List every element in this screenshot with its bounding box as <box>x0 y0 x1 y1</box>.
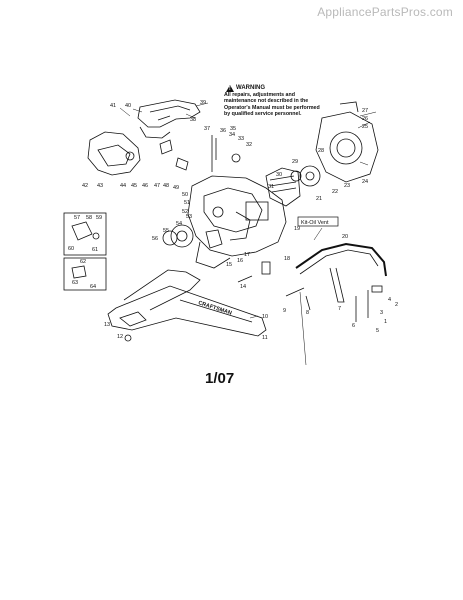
warning-title: WARNING <box>236 85 265 91</box>
part-number-4: 4 <box>388 297 391 303</box>
part-number-48: 48 <box>163 183 169 189</box>
part-number-49: 49 <box>173 185 179 191</box>
part-number-42: 42 <box>82 183 88 189</box>
part-number-24: 24 <box>362 179 368 185</box>
part-number-1: 1 <box>384 319 387 325</box>
part-number-29: 29 <box>292 159 298 165</box>
part-number-39: 39 <box>200 100 206 106</box>
part-number-45: 45 <box>131 183 137 189</box>
part-number-32: 32 <box>246 142 252 148</box>
part-number-54: 54 <box>176 221 182 227</box>
part-number-22: 22 <box>332 189 338 195</box>
cylinder-shape <box>265 167 301 207</box>
part-number-50: 50 <box>182 192 188 198</box>
front-handle-shape <box>295 242 387 277</box>
part-number-11: 11 <box>262 335 268 341</box>
part-number-7: 7 <box>338 306 341 312</box>
part-number-43: 43 <box>97 183 103 189</box>
part-number-33: 33 <box>238 136 244 142</box>
date-code: 1/07 <box>205 370 235 387</box>
part-number-16: 16 <box>237 258 243 264</box>
engine-body-shape <box>187 175 287 257</box>
rear-handle-shape <box>87 131 141 176</box>
part-number-25: 25 <box>362 124 368 130</box>
part-number-15: 15 <box>226 262 232 268</box>
watermark: AppliancePartsPros.com <box>317 5 453 19</box>
clutch-shape <box>170 224 194 248</box>
inset-box-upper <box>63 212 107 256</box>
inset-box-lower <box>63 257 107 291</box>
part-number-31: 31 <box>268 184 274 190</box>
part-number-3: 3 <box>380 310 383 316</box>
part-number-59: 59 <box>96 215 102 221</box>
part-number-51: 51 <box>184 200 190 206</box>
part-number-6: 6 <box>352 323 355 329</box>
part-number-14: 14 <box>240 284 246 290</box>
part-number-55: 55 <box>163 228 169 234</box>
part-number-60: 60 <box>68 246 74 252</box>
part-number-46: 46 <box>142 183 148 189</box>
part-number-8: 8 <box>306 310 309 316</box>
part-number-2: 2 <box>395 302 398 308</box>
part-number-56: 56 <box>152 236 158 242</box>
part-number-13: 13 <box>104 322 110 328</box>
part-number-34: 34 <box>229 132 235 138</box>
part-number-callouts: 1 2 3 4 5 6 7 8 9 10 11 12 13 14 15 16 1… <box>68 100 398 341</box>
part-number-23: 23 <box>344 183 350 189</box>
part-number-10: 10 <box>262 314 268 320</box>
part-number-64: 64 <box>90 284 96 290</box>
warning-body: All repairs, adjustments and maintenance… <box>224 91 320 118</box>
part-number-41: 41 <box>110 103 116 109</box>
part-number-44: 44 <box>120 183 126 189</box>
guide-bar-shape <box>107 285 267 337</box>
part-number-21: 21 <box>316 196 322 202</box>
kit-label: Kit-Oil Vent <box>301 220 329 226</box>
top-handle-shape <box>137 99 201 128</box>
diagram-drawings <box>63 99 387 342</box>
part-number-12: 12 <box>117 334 123 340</box>
part-number-61: 61 <box>92 247 98 253</box>
warning-box: ! WARNING All repairs, adjustments and m… <box>224 85 324 118</box>
part-number-26: 26 <box>362 116 368 122</box>
part-number-30: 30 <box>276 172 282 178</box>
part-number-5: 5 <box>376 328 379 334</box>
part-number-57: 57 <box>74 215 80 221</box>
part-number-53: 53 <box>186 214 192 220</box>
part-number-47: 47 <box>154 183 160 189</box>
part-number-58: 58 <box>86 215 92 221</box>
kit-oil-vent-callout: Kit-Oil Vent <box>297 216 339 227</box>
leader-lines <box>119 102 377 366</box>
part-number-35: 35 <box>230 126 236 132</box>
warning-triangle-icon <box>226 85 234 92</box>
starter-housing-shape <box>315 111 379 183</box>
part-number-9: 9 <box>283 308 286 314</box>
part-number-19: 19 <box>294 226 300 232</box>
part-number-18: 18 <box>284 256 290 262</box>
part-number-37: 37 <box>204 126 210 132</box>
part-number-63: 63 <box>72 280 78 286</box>
part-number-62: 62 <box>80 259 86 265</box>
part-number-28: 28 <box>318 148 324 154</box>
part-number-17: 17 <box>244 252 250 258</box>
part-number-52: 52 <box>182 209 188 215</box>
part-number-36: 36 <box>220 128 226 134</box>
part-number-38: 38 <box>190 117 196 123</box>
part-number-27: 27 <box>362 108 368 114</box>
brand-label: CRAFTSMAN <box>197 300 232 316</box>
part-number-20: 20 <box>342 234 348 240</box>
part-number-40: 40 <box>125 103 131 109</box>
